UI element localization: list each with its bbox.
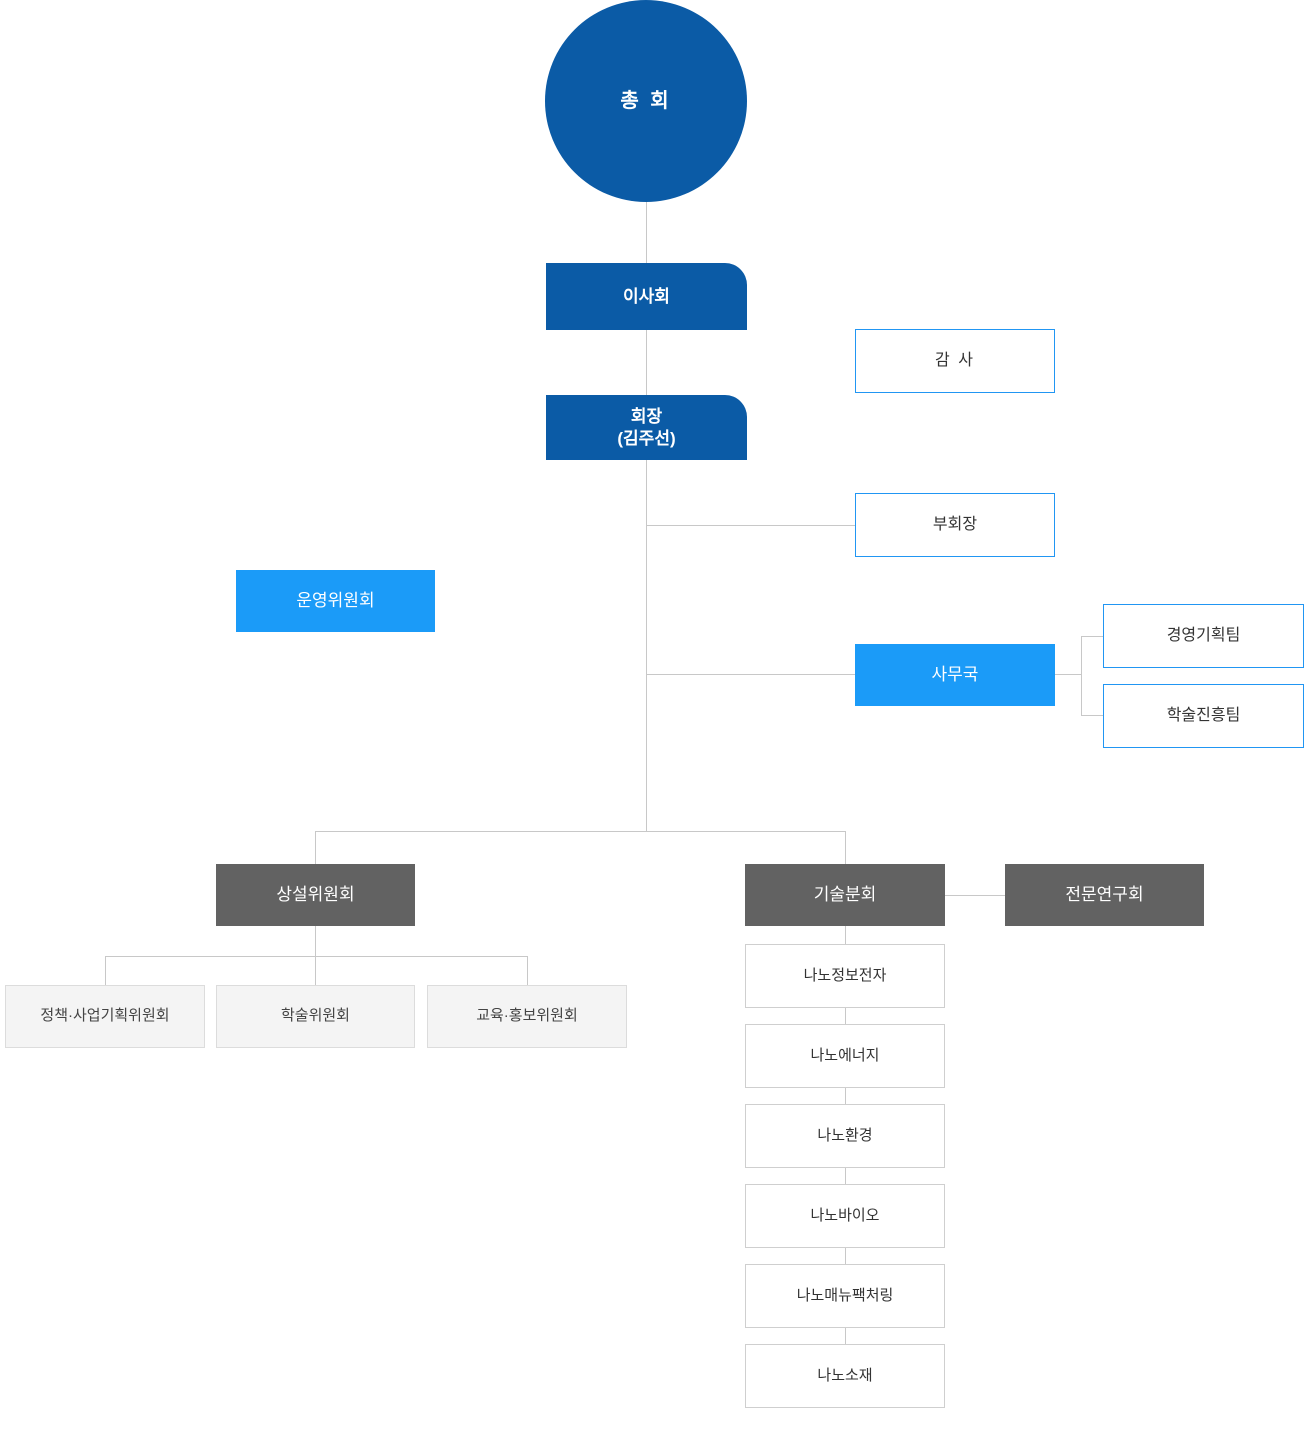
node-general-assembly[interactable]: 총 회 bbox=[545, 0, 747, 202]
node-nano-manufacturing[interactable]: 나노매뉴팩처링 bbox=[745, 1264, 945, 1328]
node-nano-info-electronics-label: 나노정보전자 bbox=[803, 966, 887, 984]
node-management-planning-team-label: 경영기획팀 bbox=[1166, 627, 1241, 644]
node-nano-materials[interactable]: 나노소재 bbox=[745, 1344, 945, 1408]
node-standing-committee[interactable]: 상설위원회 bbox=[216, 864, 415, 926]
node-nano-bio-label: 나노바이오 bbox=[810, 1206, 880, 1224]
connector-nano-gap-2 bbox=[845, 1088, 846, 1104]
node-nano-energy[interactable]: 나노에너지 bbox=[745, 1024, 945, 1088]
connector-trunk-secretariat bbox=[646, 674, 856, 675]
connector-split-bar bbox=[315, 831, 846, 832]
node-chairman[interactable]: 회장 (김주선) bbox=[546, 395, 747, 460]
node-academic-promotion-team-label: 학술진흥팀 bbox=[1166, 707, 1241, 724]
connector-secretariat-team-1 bbox=[1081, 636, 1103, 637]
connector-board-chairman bbox=[646, 330, 647, 395]
connector-secretariat-stub bbox=[1055, 674, 1081, 675]
node-nano-environment[interactable]: 나노환경 bbox=[745, 1104, 945, 1168]
connector-standing-sub-3 bbox=[527, 956, 528, 986]
node-steering-committee-label: 운영위원회 bbox=[296, 591, 375, 611]
node-policy-planning-committee[interactable]: 정책·사업기획위원회 bbox=[5, 985, 205, 1048]
connector-nano-gap-1 bbox=[845, 1008, 846, 1024]
node-secretariat-label: 사무국 bbox=[931, 665, 979, 685]
connector-standing-sub-2 bbox=[315, 956, 316, 986]
node-nano-manufacturing-label: 나노매뉴팩처링 bbox=[796, 1286, 894, 1304]
node-technical-division[interactable]: 기술분회 bbox=[745, 864, 945, 926]
connector-technical-research bbox=[945, 895, 1005, 896]
connector-technical-spine bbox=[845, 926, 846, 944]
connector-chairman-trunk bbox=[646, 460, 647, 831]
node-research-group-label: 전문연구회 bbox=[1065, 885, 1144, 905]
node-nano-materials-label: 나노소재 bbox=[817, 1366, 873, 1384]
node-chairman-label: 회장 bbox=[630, 407, 663, 427]
connector-trunk-vice-chairman bbox=[646, 525, 856, 526]
node-vice-chairman[interactable]: 부회장 bbox=[855, 493, 1055, 557]
connector-secretariat-team-2 bbox=[1081, 715, 1103, 716]
node-steering-committee[interactable]: 운영위원회 bbox=[236, 570, 435, 632]
node-nano-info-electronics[interactable]: 나노정보전자 bbox=[745, 944, 945, 1008]
node-academic-promotion-team[interactable]: 학술진흥팀 bbox=[1103, 684, 1304, 748]
node-secretariat[interactable]: 사무국 bbox=[855, 644, 1055, 706]
node-auditor-label: 감 사 bbox=[935, 352, 975, 369]
connector-split-right bbox=[845, 831, 846, 866]
node-auditor[interactable]: 감 사 bbox=[855, 329, 1055, 393]
node-board-of-directors-label: 이사회 bbox=[623, 286, 670, 306]
node-chairman-name: (김주선) bbox=[617, 428, 676, 448]
connector-secretariat-riser bbox=[1081, 636, 1082, 715]
connector-nano-gap-3 bbox=[845, 1168, 846, 1184]
node-technical-division-label: 기술분회 bbox=[813, 885, 877, 905]
connector-nano-gap-4 bbox=[845, 1248, 846, 1264]
connector-assembly-board bbox=[646, 200, 647, 264]
node-academic-committee[interactable]: 학술위원회 bbox=[216, 985, 415, 1048]
node-education-pr-committee-label: 교육·홍보위원회 bbox=[476, 1007, 578, 1025]
node-policy-planning-committee-label: 정책·사업기획위원회 bbox=[40, 1007, 170, 1025]
node-board-of-directors[interactable]: 이사회 bbox=[546, 263, 747, 330]
node-vice-chairman-label: 부회장 bbox=[932, 516, 978, 533]
connector-nano-gap-5 bbox=[845, 1328, 846, 1344]
node-nano-environment-label: 나노환경 bbox=[817, 1126, 873, 1144]
node-education-pr-committee[interactable]: 교육·홍보위원회 bbox=[427, 985, 627, 1048]
node-nano-energy-label: 나노에너지 bbox=[810, 1046, 880, 1064]
node-nano-bio[interactable]: 나노바이오 bbox=[745, 1184, 945, 1248]
node-standing-committee-label: 상설위원회 bbox=[276, 885, 355, 905]
connector-standing-sub-1 bbox=[105, 956, 106, 986]
node-research-group[interactable]: 전문연구회 bbox=[1005, 864, 1204, 926]
node-management-planning-team[interactable]: 경영기획팀 bbox=[1103, 604, 1304, 668]
node-academic-committee-label: 학술위원회 bbox=[280, 1007, 350, 1025]
node-general-assembly-label: 총 회 bbox=[620, 89, 672, 112]
connector-standing-drop bbox=[315, 926, 316, 957]
connector-standing-bar bbox=[105, 956, 527, 957]
connector-split-left bbox=[315, 831, 316, 866]
